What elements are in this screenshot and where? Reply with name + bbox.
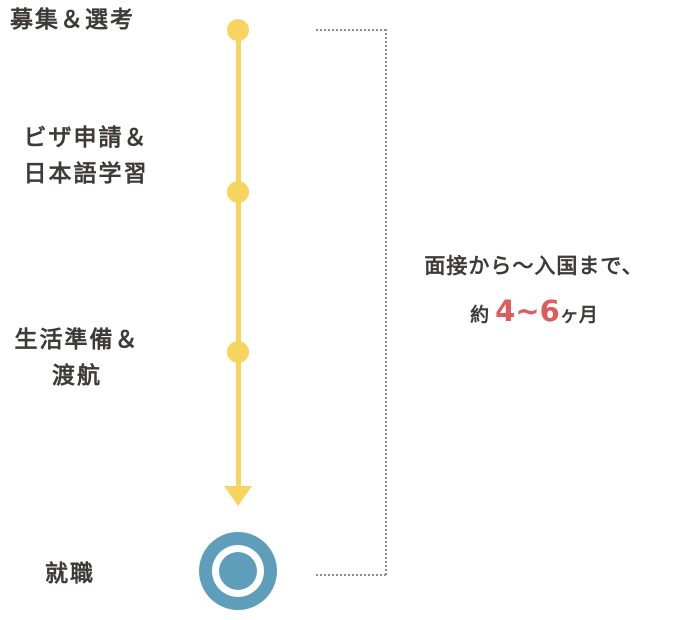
step-label-text: 生活準備＆	[14, 327, 140, 353]
timeline-dot-recruitment	[227, 19, 249, 41]
goal-circle-icon	[199, 532, 277, 610]
duration-unit: ヶ月	[559, 304, 598, 326]
step-label-preparation-travel: 生活準備＆ 渡航	[0, 322, 154, 394]
timeline-dot-preparation	[227, 341, 249, 363]
bracket-top-line	[316, 29, 386, 31]
duration-prefix: 約	[470, 304, 490, 326]
goal-circle-core	[219, 552, 257, 590]
timeline-dot-visa	[227, 181, 249, 203]
step-label-recruitment: 募集＆選考	[4, 2, 164, 38]
timeline-vertical-line	[236, 30, 241, 490]
duration-label: 面接から〜入国まで、	[424, 254, 644, 278]
step-label-text: 日本語学習	[23, 161, 149, 187]
step-label-employment: 就職	[0, 556, 140, 592]
step-label-text: ビザ申請＆	[23, 125, 149, 151]
step-label-visa-study: ビザ申請＆ 日本語学習	[10, 120, 162, 192]
duration-value: 4~6	[495, 294, 560, 328]
step-label-text: 就職	[45, 561, 95, 587]
arrow-down-icon	[224, 486, 252, 506]
step-label-text: 募集＆選考	[10, 7, 135, 33]
goal-circle-ring	[212, 545, 264, 597]
bracket-bottom-line	[316, 574, 386, 576]
step-label-text: 渡航	[52, 363, 102, 389]
bracket-vertical-line	[385, 29, 387, 575]
